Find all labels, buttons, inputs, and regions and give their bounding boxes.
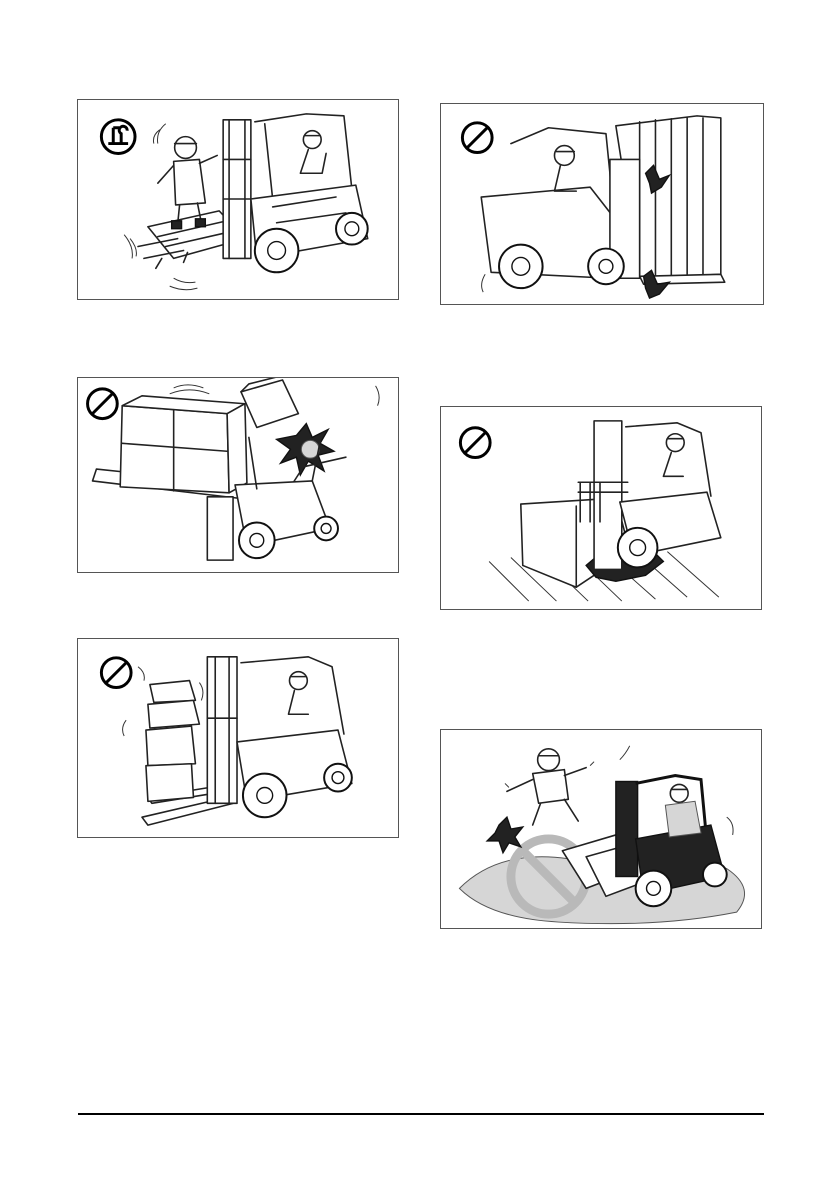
- riding-on-forks-illustration: [78, 100, 398, 299]
- pushing-load-illustration: [441, 104, 763, 304]
- illustration-panel-pushing-load: [440, 103, 764, 305]
- illustration-panel-riding-on-forks: [77, 99, 399, 300]
- fork-damage-illustration: [441, 407, 761, 609]
- pedestrian-collision-illustration: [441, 730, 761, 928]
- no-riding-icon: [101, 120, 135, 154]
- prohibition-icon: [101, 658, 131, 688]
- illustration-panel-overhead-falling-load: [77, 377, 399, 573]
- footer-rule: [78, 1113, 764, 1115]
- illustration-panel-fork-damage: [440, 406, 762, 610]
- illustration-panel-pedestrian-collision: [440, 729, 762, 929]
- prohibition-icon: [462, 123, 492, 153]
- prohibition-icon: [460, 428, 490, 458]
- illustration-panel-unstable-stack: [77, 638, 399, 838]
- unstable-stack-illustration: [78, 639, 398, 837]
- overhead-falling-load-illustration: [78, 378, 398, 572]
- prohibition-icon: [88, 389, 118, 419]
